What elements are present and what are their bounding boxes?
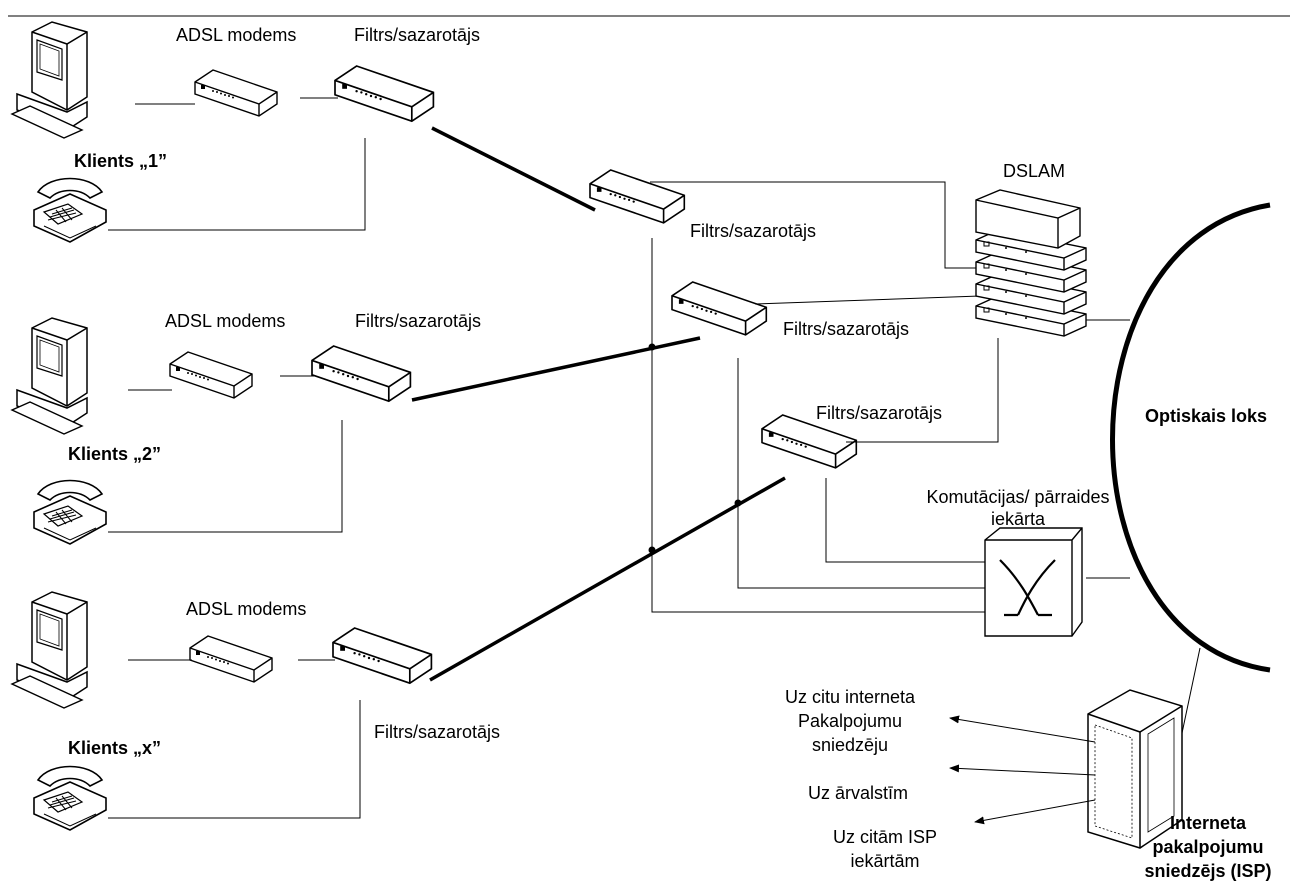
- splitter-1-icon: [334, 65, 435, 123]
- client-2-label: Klients „2”: [68, 444, 162, 464]
- to-isp-equipment-label-line1: Uz citām ISP: [832, 827, 938, 847]
- to-other-isp-label-line1: Uz citu interneta: [784, 687, 916, 707]
- client-x-label: Klients „x”: [68, 738, 162, 758]
- computer-1-icon: [11, 21, 88, 139]
- exchange-splitter-3-label: Filtrs/sazarotājs: [816, 403, 943, 423]
- telephone-1-icon: [33, 177, 107, 243]
- computer-2-icon: [11, 317, 88, 435]
- splitter-label-2: Filtrs/sazarotājs: [355, 311, 482, 331]
- client-1-label: Klients „1”: [74, 151, 168, 171]
- splitter-label-x: Filtrs/sazarotājs: [374, 722, 501, 742]
- adsl-modem-2-icon: [169, 351, 253, 399]
- splitter-label-1: Filtrs/sazarotājs: [354, 25, 481, 45]
- to-isp-equipment-label-line2: iekārtām: [850, 851, 920, 871]
- adsl-modem-label-1: ADSL modems: [176, 25, 297, 45]
- switching-equipment-label-line2: iekārta: [990, 509, 1046, 529]
- isp-server-icon: [1087, 689, 1183, 849]
- adsl-modem-label-2: ADSL modems: [165, 311, 286, 331]
- exchange-splitter-1-label: Filtrs/sazarotājs: [690, 221, 817, 241]
- adsl-modem-x-icon: [189, 635, 273, 683]
- to-other-isp-label-line3: sniedzēju: [811, 735, 889, 755]
- telephone-2-icon: [33, 479, 107, 545]
- isp-label-line1: Interneta: [1169, 813, 1247, 833]
- isp-label-line3: sniedzējs (ISP): [1144, 861, 1272, 881]
- switching-equipment-icon: [984, 527, 1083, 637]
- dslam-label: DSLAM: [1003, 161, 1066, 181]
- adsl-modem-label-x: ADSL modems: [186, 599, 307, 619]
- computer-x-icon: [11, 591, 88, 709]
- exchange-splitter-2-label: Filtrs/sazarotājs: [783, 319, 910, 339]
- splitter-x-icon: [332, 627, 433, 685]
- to-abroad-label: Uz ārvalstīm: [808, 783, 909, 803]
- splitter-2-icon: [311, 345, 412, 403]
- isp-label-line2: pakalpojumu: [1152, 837, 1264, 857]
- optical-ring-icon: [1110, 202, 1271, 673]
- switching-equipment-label-line1: Komutācijas/ pārraides: [926, 487, 1110, 507]
- dslam-icon: [975, 189, 1087, 337]
- exchange-splitter-2-icon: [671, 281, 768, 336]
- to-other-isp-label-line2: Pakalpojumu: [797, 711, 903, 731]
- exchange-splitter-1-icon: [589, 169, 686, 224]
- telephone-x-icon: [33, 765, 107, 831]
- optical-ring-label: Optiskais loks: [1145, 406, 1268, 426]
- adsl-modem-1-icon: [194, 69, 278, 117]
